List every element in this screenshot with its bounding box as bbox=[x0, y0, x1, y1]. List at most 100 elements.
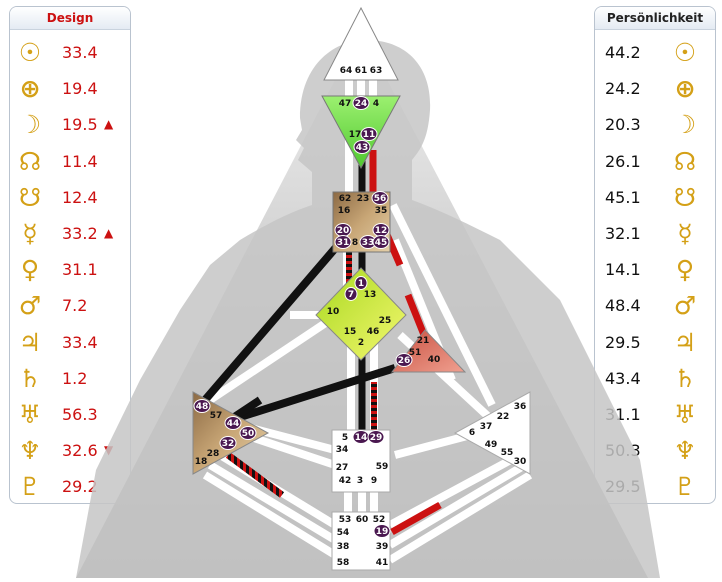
gate-number: 24 bbox=[355, 99, 368, 109]
gate-number: 3 bbox=[357, 476, 363, 486]
gate-number: 38 bbox=[337, 542, 350, 552]
channel-personality bbox=[213, 364, 397, 429]
gate-number: 30 bbox=[514, 457, 527, 467]
gate-number: 15 bbox=[344, 327, 357, 337]
gate-number: 17 bbox=[349, 130, 362, 140]
gate-number: 21 bbox=[417, 336, 430, 346]
gate-number: 16 bbox=[338, 206, 351, 216]
saturn-icon: ♄ bbox=[673, 363, 697, 393]
gate-number: 58 bbox=[337, 558, 350, 568]
gate-line-value: 32.6 bbox=[62, 441, 98, 461]
planet-row-mercury: ☿33.2▲ bbox=[10, 216, 130, 252]
gate-number: 54 bbox=[337, 528, 350, 538]
gate-number: 12 bbox=[375, 226, 388, 236]
gate-line-value: 33.4 bbox=[62, 43, 98, 62]
gate-10: 10 bbox=[327, 307, 340, 317]
gate-31: 31 bbox=[334, 235, 352, 249]
gate-number: 37 bbox=[480, 422, 493, 432]
gate-4: 4 bbox=[373, 99, 379, 109]
gate-number: 4 bbox=[373, 99, 379, 109]
planet-row-saturn: ♄ 1.2 bbox=[10, 361, 130, 397]
gate-activation-marker bbox=[360, 127, 378, 141]
gate-number: 32 bbox=[222, 439, 235, 449]
gate-number: 47 bbox=[339, 99, 352, 109]
gate-number: 63 bbox=[370, 66, 383, 76]
head-center bbox=[323, 6, 399, 81]
gate-23: 23 bbox=[357, 194, 370, 204]
gate-63: 63 bbox=[370, 66, 383, 76]
gate-number: 49 bbox=[485, 440, 498, 450]
gate-61: 61 bbox=[355, 66, 368, 76]
gate-24: 24 bbox=[352, 96, 370, 110]
planet-row-earth: ⊕19.4 bbox=[10, 71, 130, 107]
gate-21: 21 bbox=[417, 336, 430, 346]
gate-20: 20 bbox=[334, 223, 352, 237]
gate-line-value: 1.2 bbox=[62, 368, 88, 388]
gate-number: 57 bbox=[210, 411, 223, 421]
gate-1: 1 bbox=[354, 276, 368, 290]
gate-54: 54 bbox=[337, 528, 350, 538]
spleen-center bbox=[192, 391, 270, 475]
gate-line-value: 31.1 bbox=[62, 260, 98, 280]
gate-number: 22 bbox=[497, 412, 510, 422]
g-center bbox=[315, 267, 407, 361]
planet-row-mercury: ☿32.1 bbox=[595, 216, 715, 252]
gate-18: 18 bbox=[195, 457, 208, 467]
gate-57: 57 bbox=[210, 411, 223, 421]
gate-number: 56 bbox=[374, 194, 387, 204]
gate-line-value: 19.5 bbox=[62, 115, 98, 135]
gate-activation-marker bbox=[372, 235, 390, 249]
planet-row-neptune: ♆32.6▼ bbox=[10, 433, 130, 469]
planet-row-north-node: ☊26.1 bbox=[595, 144, 715, 180]
gate-number: 44 bbox=[227, 419, 240, 429]
gate-number: 33 bbox=[362, 238, 375, 248]
gate-59: 59 bbox=[376, 462, 389, 472]
gate-number: 36 bbox=[514, 402, 527, 412]
gate-line-value: 7.2 bbox=[62, 296, 88, 316]
gate-53: 53 bbox=[339, 515, 352, 525]
saturn-icon: ♄ bbox=[18, 363, 42, 393]
gate-line-value: 24.2 bbox=[605, 79, 641, 99]
gate-number: 48 bbox=[196, 402, 209, 412]
gate-line-value: 56.3 bbox=[62, 405, 98, 424]
gate-activation-marker bbox=[354, 276, 368, 290]
sun-icon: ☉ bbox=[673, 38, 697, 67]
gate-number: 42 bbox=[339, 476, 352, 486]
gate-activation-marker bbox=[239, 426, 257, 440]
channel-both bbox=[225, 452, 285, 498]
gate-44: 44 bbox=[224, 416, 242, 430]
gate-37: 37 bbox=[480, 422, 493, 432]
gate-number: 34 bbox=[336, 445, 349, 455]
gate-activation-marker bbox=[395, 353, 413, 367]
planet-row-north-node: ☊11.4 bbox=[10, 144, 130, 180]
gate-46: 46 bbox=[367, 327, 380, 337]
gate-58: 58 bbox=[337, 558, 350, 568]
gate-52: 52 bbox=[373, 515, 386, 525]
gate-activation-marker bbox=[224, 416, 242, 430]
planet-row-moon: ☽20.3 bbox=[595, 107, 715, 143]
earth-icon: ⊕ bbox=[19, 74, 41, 104]
gate-number: 18 bbox=[195, 457, 208, 467]
gate-36: 36 bbox=[514, 402, 527, 412]
gate-number: 53 bbox=[339, 515, 352, 525]
planet-row-sun: ☉33.4 bbox=[10, 35, 130, 71]
gate-activation-marker bbox=[344, 287, 358, 301]
gate-number: 60 bbox=[356, 515, 369, 525]
gate-16: 16 bbox=[338, 206, 351, 216]
gate-39: 39 bbox=[376, 542, 389, 552]
gate-number: 51 bbox=[409, 348, 422, 358]
gate-19: 19 bbox=[373, 524, 391, 538]
gate-number: 55 bbox=[501, 448, 514, 458]
gate-64: 64 bbox=[340, 66, 353, 76]
gate-number: 59 bbox=[376, 462, 389, 472]
gate-40: 40 bbox=[428, 355, 441, 365]
gate-55: 55 bbox=[501, 448, 514, 458]
gate-43: 43 bbox=[353, 140, 371, 154]
gate-15: 15 bbox=[344, 327, 357, 337]
gate-7: 7 bbox=[344, 287, 358, 301]
gate-number: 64 bbox=[340, 66, 353, 76]
gate-29: 29 bbox=[367, 430, 385, 444]
gate-number: 35 bbox=[375, 206, 388, 216]
gate-5: 5 bbox=[342, 433, 348, 443]
